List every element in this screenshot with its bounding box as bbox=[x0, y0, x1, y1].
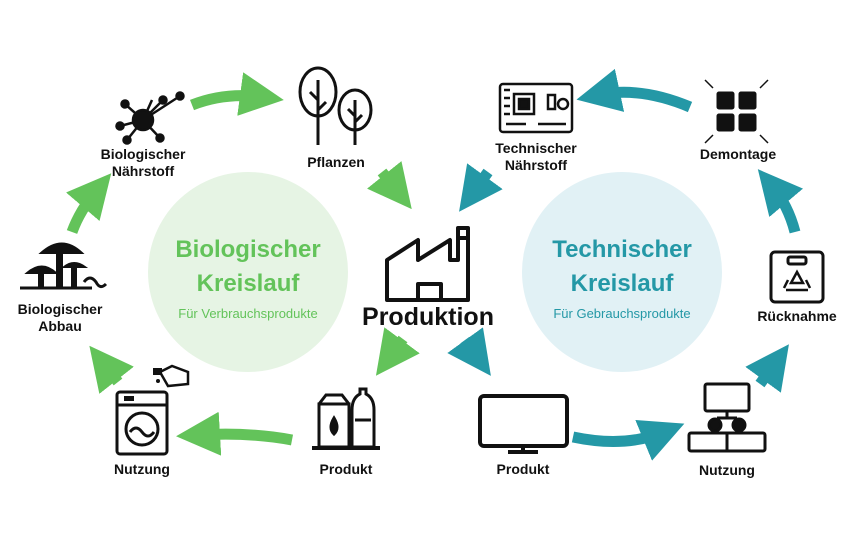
tech-arrows bbox=[447, 68, 803, 461]
circuit-board-icon bbox=[498, 82, 574, 134]
pflanzen-label: Pflanzen bbox=[307, 154, 365, 170]
arrow-nutzung-to-ruecknahme bbox=[745, 344, 789, 393]
tech-naehrstoff-line1: Technischer bbox=[495, 140, 577, 156]
recycling-bag-icon bbox=[769, 250, 825, 304]
tech-cycle-circle bbox=[522, 172, 722, 372]
arrow-produktion-to-produkt bbox=[375, 327, 420, 376]
produktion-label: Produktion bbox=[362, 303, 494, 331]
bio-naehrstoff-label: Biologischer Nährstoff bbox=[101, 146, 186, 180]
arrow-produkt-to-nutzung bbox=[176, 411, 294, 456]
bio-naehrstoff-line2: Nährstoff bbox=[111, 163, 175, 179]
bio-nutzung-label: Nutzung bbox=[114, 461, 170, 477]
arrow-naehrstoff-to-produktion bbox=[459, 163, 503, 212]
demontage-label: Demontage bbox=[699, 146, 777, 162]
arrow-abbau-to-naehrstoff bbox=[65, 173, 112, 234]
tech-cycle-title-line1: Technischer bbox=[552, 236, 692, 263]
disassembly-icon bbox=[704, 79, 769, 144]
arrow-nutzung-to-abbau bbox=[89, 345, 134, 394]
tech-naehrstoff-line2: Nährstoff bbox=[504, 157, 568, 173]
tech-produkt-label: Produkt bbox=[496, 461, 550, 477]
bio-abbau-line2: Abbau bbox=[38, 318, 82, 334]
bio-cycle-title-line2: Kreislauf bbox=[196, 270, 300, 297]
arrow-pflanzen-to-produktion bbox=[367, 161, 412, 210]
arrow-demontage-to-naehrstoff bbox=[576, 68, 693, 113]
arrow-produkt-to-nutzung bbox=[571, 419, 685, 461]
trees-icon bbox=[298, 66, 373, 145]
bio-arrows bbox=[65, 72, 420, 456]
bio-abbau-label: Biologischer Abbau bbox=[18, 301, 103, 335]
factory-icon bbox=[385, 226, 470, 302]
monitor-icon bbox=[478, 394, 569, 454]
molecule-icon bbox=[115, 91, 185, 145]
arrow-ruecknahme-to-demontage bbox=[757, 169, 803, 234]
consumer-goods-icon bbox=[312, 387, 380, 450]
workstation-icon bbox=[687, 382, 767, 453]
bio-cycle-subtitle: Für Verbrauchsprodukte bbox=[178, 306, 318, 321]
bio-abbau-line1: Biologischer bbox=[17, 301, 103, 317]
bio-cycle-title-line1: Biologischer bbox=[175, 236, 321, 263]
tech-nutzung-label: Nutzung bbox=[699, 462, 755, 478]
tech-cycle-title-line2: Kreislauf bbox=[570, 270, 674, 297]
arrow-naehrstoff-to-pflanzen bbox=[189, 72, 284, 116]
mushrooms-icon bbox=[20, 242, 108, 290]
arrow-produktion-to-produkt bbox=[447, 327, 491, 376]
detergent-bottle-icon bbox=[153, 364, 190, 388]
bio-cycle-circle bbox=[148, 172, 348, 372]
tech-naehrstoff-label: Technischer Nährstoff bbox=[495, 140, 576, 174]
tech-cycle-subtitle: Für Gebrauchsprodukte bbox=[553, 306, 691, 321]
ruecknahme-label: Rücknahme bbox=[757, 308, 837, 324]
bio-naehrstoff-line1: Biologischer bbox=[100, 146, 186, 162]
washing-machine-icon bbox=[115, 390, 169, 456]
bio-produkt-label: Produkt bbox=[319, 461, 373, 477]
